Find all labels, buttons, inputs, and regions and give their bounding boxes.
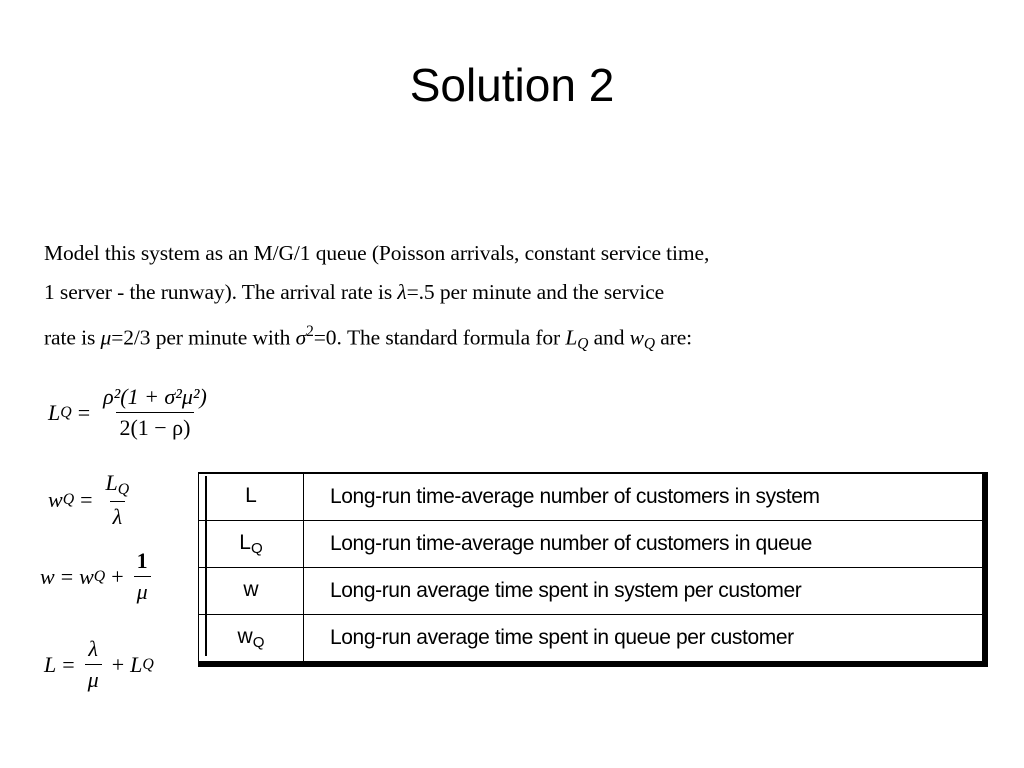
term: w xyxy=(79,563,94,589)
denominator: λ xyxy=(109,500,126,530)
definitions-table: L Long-run time-average number of custom… xyxy=(198,472,988,667)
table-row: L Long-run time-average number of custom… xyxy=(198,472,986,521)
equals-sign: = xyxy=(77,399,91,425)
description-cell: Long-run average time spent in queue per… xyxy=(303,614,986,665)
symbol-cell: wQ xyxy=(198,614,304,665)
equals-sign: = xyxy=(60,563,74,589)
table-row: w Long-run average time spent in system … xyxy=(198,567,986,615)
denominator: 2(1 − ρ) xyxy=(116,412,194,441)
numerator: ρ²(1 + σ²μ²) xyxy=(103,384,207,409)
equals-sign: = xyxy=(62,651,75,677)
text-fragment: 1 server - the runway). The arrival rate… xyxy=(44,280,398,304)
paragraph-line-1: Model this system as an M/G/1 queue (Poi… xyxy=(44,241,710,265)
formula-lhs: w xyxy=(48,486,63,512)
paragraph-line-2: 1 server - the runway). The arrival rate… xyxy=(44,273,984,312)
text-fragment: =2/3 per minute with xyxy=(111,325,296,350)
symbol-text: L xyxy=(239,531,251,555)
fraction: ρ²(1 + σ²μ²) 2(1 − ρ) xyxy=(100,384,210,441)
subscript: Q xyxy=(93,567,106,585)
mu-symbol: μ xyxy=(100,325,112,350)
sigma-symbol: σ xyxy=(295,325,307,350)
table-inner-border xyxy=(205,476,207,656)
numerator: λ xyxy=(88,636,98,661)
term: L xyxy=(130,651,143,677)
denominator: μ xyxy=(84,664,102,693)
numerator: 1 xyxy=(136,548,148,573)
text-fragment: and xyxy=(588,325,630,350)
subscript: Q xyxy=(142,655,154,673)
table-row: LQ Long-run time-average number of custo… xyxy=(198,520,986,568)
text-fragment: are: xyxy=(654,325,693,350)
numerator-main: L xyxy=(105,470,118,495)
text-fragment: rate is xyxy=(44,325,101,350)
description-cell: Long-run average time spent in system pe… xyxy=(303,567,986,615)
symbol-text: w xyxy=(243,578,259,602)
plus-sign: + xyxy=(111,563,124,589)
description-cell: Long-run time-average number of customer… xyxy=(303,520,986,568)
subscript: Q xyxy=(62,490,75,508)
formula-lhs: w xyxy=(40,563,55,589)
numerator: LQ xyxy=(103,470,133,501)
subscript: Q xyxy=(60,403,72,421)
symbol-cell: LQ xyxy=(198,520,304,568)
slide-title: Solution 2 xyxy=(409,59,615,111)
subscript: Q xyxy=(117,480,130,498)
formula-lhs: L xyxy=(44,651,57,677)
description-cell: Long-run time-average number of customer… xyxy=(303,472,986,521)
symbol-subscript: Q xyxy=(250,539,263,557)
plus-sign: + xyxy=(111,651,125,677)
symbol-cell: w xyxy=(198,567,304,615)
l-symbol: L xyxy=(565,325,578,350)
text-fragment: =.5 per minute and the service xyxy=(406,280,665,304)
fraction: 1 μ xyxy=(133,548,151,605)
superscript: 2 xyxy=(306,323,314,340)
lambda-symbol: λ xyxy=(397,280,407,304)
denominator: μ xyxy=(133,576,151,605)
subscript: Q xyxy=(577,335,589,353)
equals-sign: = xyxy=(80,486,93,512)
paragraph-line-3: rate is μ=2/3 per minute with σ2=0. The … xyxy=(44,312,984,363)
fraction: LQ λ xyxy=(103,470,133,530)
subscript: Q xyxy=(643,335,655,353)
symbol-cell: L xyxy=(198,472,304,521)
text-fragment: =0. The standard formula for xyxy=(313,325,566,350)
w-symbol: w xyxy=(629,325,644,350)
symbol-text: L xyxy=(245,484,257,508)
problem-paragraph: Model this system as an M/G/1 queue (Poi… xyxy=(44,234,984,363)
symbol-text: w xyxy=(237,625,253,649)
fraction: λ μ xyxy=(84,636,102,693)
formula-lhs: L xyxy=(48,399,61,425)
symbol-subscript: Q xyxy=(252,633,265,651)
table-row: wQ Long-run average time spent in queue … xyxy=(198,614,986,665)
